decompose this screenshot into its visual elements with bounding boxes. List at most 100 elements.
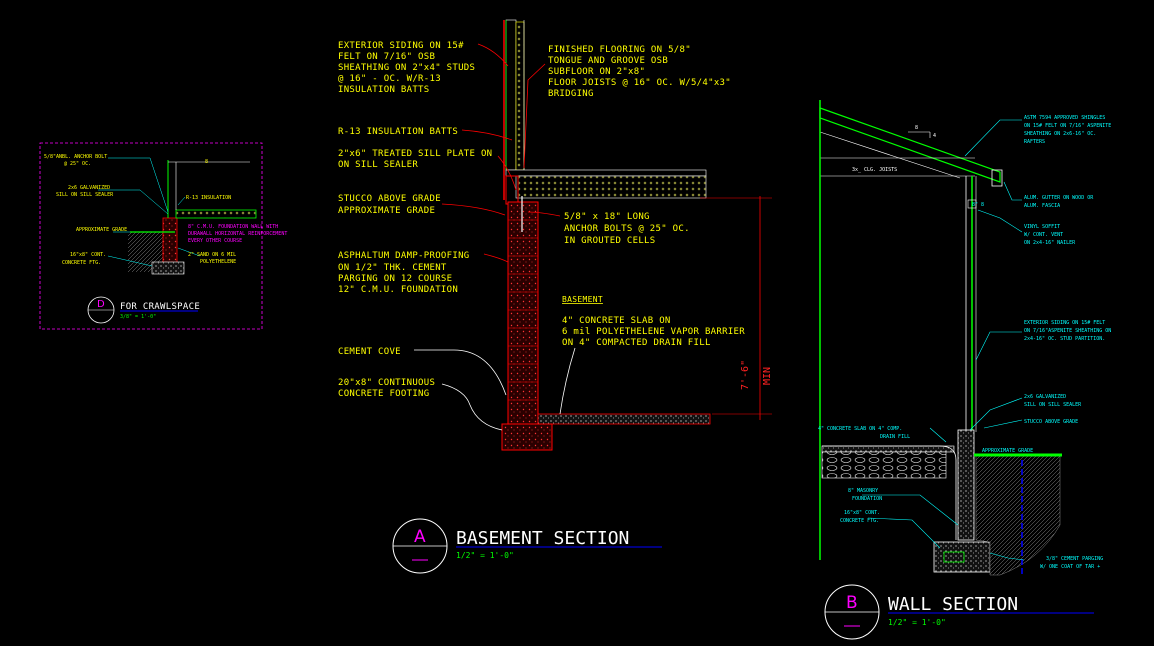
detail-b-parging-1: 3/8" CEMENT PARGING xyxy=(1046,556,1103,562)
detail-d-sill-2: SILL ON SILL SEALER xyxy=(56,192,114,198)
detail-b-shingles-3: SHEATHING ON 2x6-16" OC. xyxy=(1024,131,1096,137)
detail-a-floor-5: BRIDGING xyxy=(548,89,594,99)
detail-a-stud-wall xyxy=(505,19,517,171)
detail-d-sill-1: 2x6 GALVANIZED xyxy=(68,185,110,191)
detail-a-dim-min: MIN xyxy=(762,367,773,385)
detail-d-footing xyxy=(151,261,185,275)
detail-a-basement: 7'-6" MIN EXTERIOR SIDING ON 15# FELT ON… xyxy=(338,19,773,574)
detail-a-damp-1: ASPHALTUM DAMP-PROOFING xyxy=(338,251,470,261)
detail-d-sand-2: POLYETHELENE xyxy=(200,259,236,265)
detail-d-grade: APPROXIMATE GRADE xyxy=(76,227,127,233)
detail-d-title: FOR CRAWLSPACE xyxy=(120,302,200,312)
detail-b-shingles-1: ASTM 7594 APPROVED SHINGLES xyxy=(1024,115,1105,121)
detail-a-cmu-wall xyxy=(507,201,539,425)
detail-b-slab-1: 4" CONCRETE SLAB ON 4" COMP. xyxy=(818,426,902,432)
detail-a-footing xyxy=(501,423,553,451)
detail-b-slope-num: 8 xyxy=(915,125,918,131)
detail-d-leaders xyxy=(98,157,201,267)
detail-a-dim-value: 7'-6" xyxy=(740,360,751,390)
detail-a-slab xyxy=(537,413,711,425)
detail-b-drain-fill xyxy=(821,451,947,479)
detail-a-footing-1: 20"x8" CONTINUOUS xyxy=(338,378,435,388)
detail-a-bubble-letter: A xyxy=(414,527,426,547)
detail-a-siding-5: INSULATION BATTS xyxy=(338,85,430,95)
detail-d-floor-joist xyxy=(175,209,257,219)
detail-b-title: WALL SECTION xyxy=(888,594,1018,615)
detail-b-slab-2: DRAIN FILL xyxy=(880,434,910,440)
detail-b-gutter-1: ALUM. GUTTER ON WOOD OR xyxy=(1024,195,1094,201)
detail-a-footing-2: CONCRETE FOOTING xyxy=(338,389,430,399)
detail-a-title: BASEMENT SECTION xyxy=(456,528,629,549)
detail-a-slab-2: 6 mil POLYETHELENE VAPOR BARRIER xyxy=(562,327,745,337)
detail-b-roof xyxy=(819,107,1001,183)
detail-a-r13: R-13 INSULATION BATTS xyxy=(338,127,458,137)
detail-a-siding-2: FELT ON 7/16" OSB xyxy=(338,52,435,62)
detail-b-shingles-2: ON 15# FELT ON 7/16" ASPENITE xyxy=(1024,123,1111,129)
detail-b-grade: APPROXIMATE GRADE xyxy=(982,448,1033,454)
detail-b-masonry-1: 8" MASONRY xyxy=(848,488,878,494)
detail-a-damp-3: PARGING ON 12 COURSE xyxy=(338,274,452,284)
detail-d-insulation: R-13 INSULATION xyxy=(186,195,231,201)
detail-b-wall: 8 4 8" 8 xyxy=(818,100,1111,640)
detail-a-leaders xyxy=(441,43,561,263)
detail-a-floor-2: TONGUE AND GROOVE OSB xyxy=(548,56,668,66)
detail-a-floor-joists xyxy=(515,175,707,199)
detail-a-bolt-1: 5/8" x 18" LONG xyxy=(564,212,650,222)
detail-b-slope-den: 4 xyxy=(933,133,936,139)
detail-b-sill-2: SILL ON SILL SEALER xyxy=(1024,402,1082,408)
detail-a-floor-1: FINISHED FLOORING ON 5/8" xyxy=(548,45,691,55)
detail-b-siding-2: ON 7/16"ASPENITE SHEATHING ON xyxy=(1024,328,1111,334)
detail-a-subfloor xyxy=(505,169,707,177)
detail-d-crawlspace: 8 5/8"ANBL. ANCHOR BOLT @ 25" OC. 2x6 GA… xyxy=(39,142,287,330)
detail-a-cmu-courses xyxy=(508,219,538,401)
detail-a-sill-1: 2"x6" TREATED SILL PLATE ON xyxy=(338,149,492,159)
detail-b-slab xyxy=(821,445,955,453)
detail-d-bubble-letter: D xyxy=(97,299,105,310)
detail-b-scale: 1/2" = 1'-0" xyxy=(888,618,946,627)
detail-b-soffit-2: W/ CONT. VENT xyxy=(1024,232,1063,238)
detail-d-scale: 3/8" = 1'-0" xyxy=(120,314,156,320)
detail-a-siding-1: EXTERIOR SIDING ON 15# xyxy=(338,41,464,51)
detail-b-footing-2: CONCRETE FTG. xyxy=(840,518,879,524)
detail-a-floor-4: FLOOR JOISTS @ 16" OC. W/5/4"x3" xyxy=(548,78,731,88)
detail-d-border xyxy=(39,142,263,330)
detail-d-tag: 8 xyxy=(205,159,208,165)
detail-a-stucco-2: APPROXIMATE GRADE xyxy=(338,206,435,216)
detail-a-slab-1: 4" CONCRETE SLAB ON xyxy=(562,316,671,326)
detail-a-siding-4: @ 16" - OC. W/R-13 xyxy=(338,74,441,84)
detail-a-damp-4: 12" C.M.U. FOUNDATION xyxy=(338,285,458,295)
detail-b-gutter-2: ALUM. FASCIA xyxy=(1024,203,1060,209)
detail-a-damp-2: ON 1/2" THK. CEMENT xyxy=(338,263,447,273)
detail-b-stucco: STUCCO ABOVE GRADE xyxy=(1024,419,1078,425)
detail-a-stucco-1: STUCCO ABOVE GRADE xyxy=(338,194,441,204)
detail-a-scale: 1/2" = 1'-0" xyxy=(456,551,514,560)
detail-b-parging-2: W/ ONE COAT OF TAR + xyxy=(1040,564,1100,570)
detail-a-bolt-3: IN GROUTED CELLS xyxy=(564,236,656,246)
detail-b-labels: ASTM 7594 APPROVED SHINGLES ON 15# FELT … xyxy=(818,115,1111,570)
detail-a-bolt-2: ANCHOR BOLTS @ 25" OC. xyxy=(564,224,690,234)
detail-d-found-3: EVERY OTHER COURSE xyxy=(188,238,242,244)
detail-b-siding-3: 2x4-16" OC. STUD PARTITION. xyxy=(1024,336,1105,342)
detail-a-slab-3: ON 4" COMPACTED DRAIN FILL xyxy=(562,338,711,348)
detail-a-siding-3: SHEATHING ON 2"x4" STUDS xyxy=(338,63,475,73)
detail-d-footing-2: CONCRETE FTG. xyxy=(62,260,101,266)
detail-d-footing-1: 16"x8" CONT. xyxy=(70,252,106,258)
detail-b-dim-small: 8" 8 xyxy=(972,202,984,208)
detail-b-soffit-3: ON 2x4-16" NAILER xyxy=(1024,240,1076,246)
detail-b-leaders xyxy=(862,119,1025,561)
detail-d-bolt-2: @ 25" OC. xyxy=(64,161,91,167)
detail-d-found-1: 8" C.M.U. FOUNDATION WALL WITH xyxy=(188,224,278,230)
detail-b-foundation-wall xyxy=(957,429,975,541)
detail-a-floor-3: SUBFLOOR ON 2"x8" xyxy=(548,67,645,77)
detail-b-footing-1: 16"x8" CONT. xyxy=(844,510,880,516)
detail-b-footing xyxy=(933,541,991,573)
detail-b-masonry-2: FOUNDATION xyxy=(852,496,882,502)
detail-b-siding-1: EXTERIOR SIDING ON 15# FELT xyxy=(1024,320,1105,326)
detail-a-sill-2: ON SILL SEALER xyxy=(338,160,418,170)
detail-b-soffit-1: VINYL SOFFIT xyxy=(1024,224,1060,230)
detail-b-earth xyxy=(975,455,1061,576)
detail-b-fascia xyxy=(991,169,1003,187)
detail-a-cove: CEMENT COVE xyxy=(338,347,401,357)
